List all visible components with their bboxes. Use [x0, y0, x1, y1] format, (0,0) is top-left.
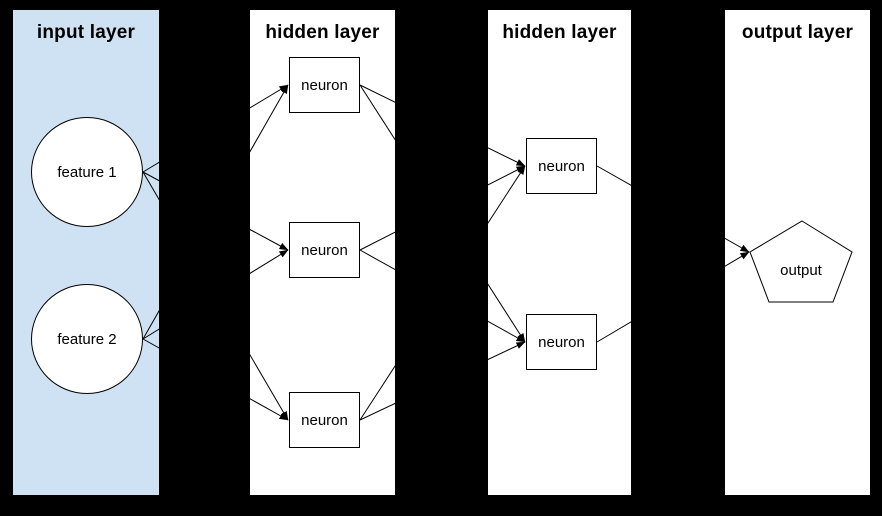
- node-output-label: output: [780, 262, 822, 279]
- hidden-layer-1-title: hidden layer: [265, 22, 380, 43]
- node-feature-1-label: feature 1: [57, 163, 117, 181]
- node-feature-2-label: feature 2: [57, 330, 117, 348]
- node-neuron-2-label: neuron: [301, 241, 348, 259]
- node-neuron-3: neuron: [289, 392, 360, 448]
- output-layer-title: output layer: [741, 22, 854, 43]
- panel-hidden-layer-2: hidden layer: [488, 10, 631, 495]
- node-neuron-4: neuron: [526, 138, 597, 194]
- node-neuron-1-label: neuron: [301, 76, 348, 94]
- node-neuron-5-label: neuron: [538, 333, 585, 351]
- node-feature-1: feature 1: [31, 117, 143, 227]
- node-neuron-1: neuron: [289, 57, 360, 113]
- input-layer-title: input layer: [36, 22, 136, 43]
- edge-group: [142, 84, 750, 421]
- panel-input-layer: input layer: [13, 10, 159, 495]
- node-neuron-3-label: neuron: [301, 411, 348, 429]
- panel-output-layer: output layer: [725, 10, 870, 495]
- node-feature-2: feature 2: [31, 284, 143, 394]
- node-neuron-2: neuron: [289, 222, 360, 278]
- node-neuron-5: neuron: [526, 314, 597, 370]
- hidden-layer-2-title: hidden layer: [502, 22, 617, 43]
- node-neuron-4-label: neuron: [538, 157, 585, 175]
